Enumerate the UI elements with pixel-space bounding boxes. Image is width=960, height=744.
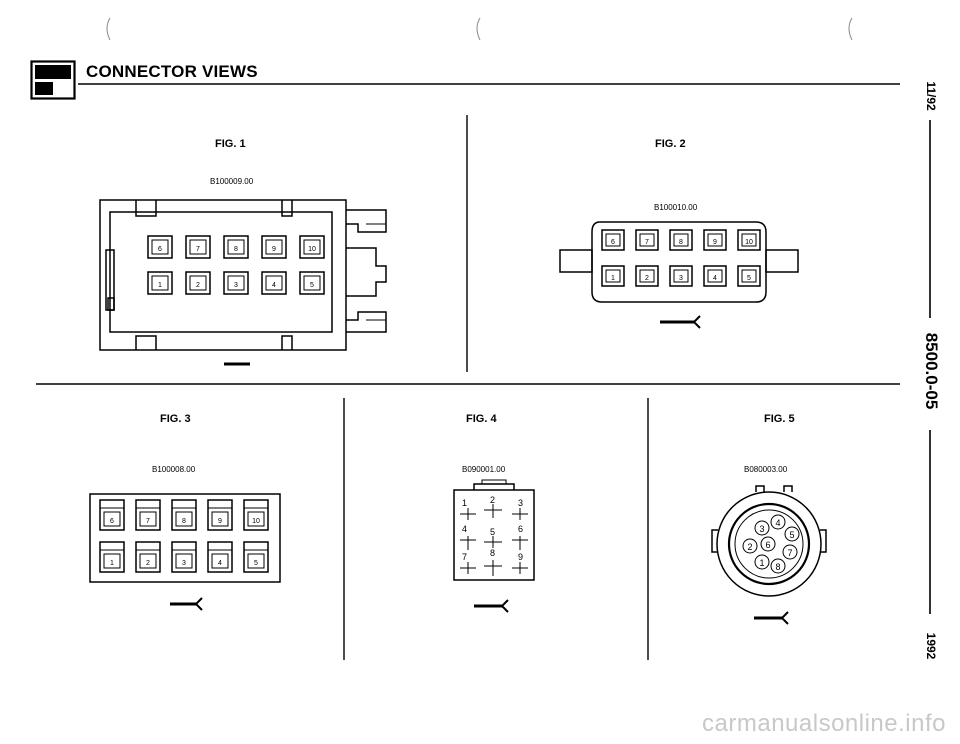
fig4-pin-label: 6 [518,524,523,534]
bmw-logo: BMW 8 [30,60,76,100]
fig2-pin-label: 4 [713,275,717,282]
fig2-pin-label: 8 [679,239,683,246]
fig3-pin-label: 10 [252,518,260,525]
fig3-label: FIG. 3 [160,413,191,425]
fig1-code: B100009.00 [210,177,254,186]
fig1-pin-label: 4 [272,282,276,289]
fig1-pin-label: 2 [196,282,200,289]
fig4-pin-label: 3 [518,498,523,508]
fig5-pin-label: 7 [787,548,792,558]
fig1-label: FIG. 1 [215,138,246,150]
fig2-pin-label: 3 [679,275,683,282]
fig5-code: B080003.00 [744,465,788,474]
fig2-pin-label: 10 [745,239,753,246]
fig3-pin-label: 9 [218,518,222,525]
fig2-view-arrow [660,315,701,329]
fig5-pin-label: 5 [789,530,794,540]
fig3-code: B100008.00 [152,465,196,474]
fig1-pin-label: 7 [196,246,200,253]
fig4-pin-label: 1 [462,498,467,508]
fig3-pin-label: 5 [254,560,258,567]
fig4-label: FIG. 4 [466,413,497,425]
fig1-pin-label: 5 [310,282,314,289]
fig1-pin-row-bottom: 1 2 3 4 5 [147,271,325,295]
fig2-label: FIG. 2 [655,138,686,150]
fig4-view-arrow [474,599,509,613]
fig5-pin-label: 8 [775,562,780,572]
fig5-pin-label: 2 [747,542,752,552]
fig3-connector-diagram: 6 7 8 9 10 1 2 3 4 5 [89,493,281,611]
page-title: CONNECTOR VIEWS [86,62,258,81]
fig3-pin-label: 7 [146,518,150,525]
fig5-view-arrow [754,611,789,625]
fig2-pin-label: 2 [645,275,649,282]
fig3-pin-label: 2 [146,560,150,567]
fig3-pin-label: 8 [182,518,186,525]
fig3-pin-label: 4 [218,560,222,567]
side-doc-number: 8500.0-05 [922,332,941,410]
fig4-pin-label: 8 [490,548,495,558]
fig1-pin-label: 6 [158,246,162,253]
side-date: 11/92 [924,81,938,111]
fig5-label: FIG. 5 [764,413,795,425]
fig2-pin-label: 1 [611,275,615,282]
fig1-connector-diagram: 6 7 8 9 10 1 2 3 4 5 [99,199,387,366]
fig1-pin-label: 1 [158,282,162,289]
fig4-pin-label: 2 [490,495,495,505]
fig3-pin-label: 6 [110,518,114,525]
fig3-view-arrow [170,597,203,611]
fig5-pins: 1 2 3 4 5 6 7 8 [742,514,800,574]
fig1-pin-label: 10 [308,246,316,253]
fig2-pin-label: 9 [713,239,717,246]
logo-top-text: BMW [39,67,67,79]
fig2-pin-row-top: 6 7 8 9 10 [601,229,761,251]
fig3-pin-row-bottom: 1 2 3 4 5 [99,541,269,573]
fig1-pin-label: 9 [272,246,276,253]
fig2-pin-label: 6 [611,239,615,246]
fig4-pin-label: 9 [518,552,523,562]
logo-bottom-text: 8 [41,82,48,96]
fig4-pin-label: 7 [462,552,467,562]
fig1-pin-row-top: 6 7 8 9 10 [147,235,325,259]
fig5-pin-label: 4 [775,518,780,528]
fig5-pin-label: 1 [759,558,764,568]
fig4-connector-diagram: 1 2 3 4 5 6 7 8 9 [453,479,535,613]
fig3-pin-label: 3 [182,560,186,567]
side-year: 1992 [924,632,938,660]
fig2-connector-diagram: 6 7 8 9 10 1 2 3 4 5 [559,221,799,329]
fig2-pin-label: 7 [645,239,649,246]
fig5-pin-label: 6 [765,540,770,550]
fig1-pin-label: 8 [234,246,238,253]
fig5-connector-diagram: 1 2 3 4 5 6 7 8 [711,485,827,625]
fig5-pin-label: 3 [759,524,764,534]
fig4-code: B090001.00 [462,465,506,474]
fig2-code: B100010.00 [654,203,698,212]
watermark-text: carmanualsonline.info [702,710,946,737]
fig3-pin-label: 1 [110,560,114,567]
fig3-pin-row-top: 6 7 8 9 10 [99,499,269,531]
fig4-pin-label: 4 [462,524,467,534]
fig4-pin-label: 5 [490,527,495,537]
fig2-pin-label: 5 [747,275,751,282]
fig1-pin-label: 3 [234,282,238,289]
fig2-pin-row-bottom: 1 2 3 4 5 [601,265,761,287]
